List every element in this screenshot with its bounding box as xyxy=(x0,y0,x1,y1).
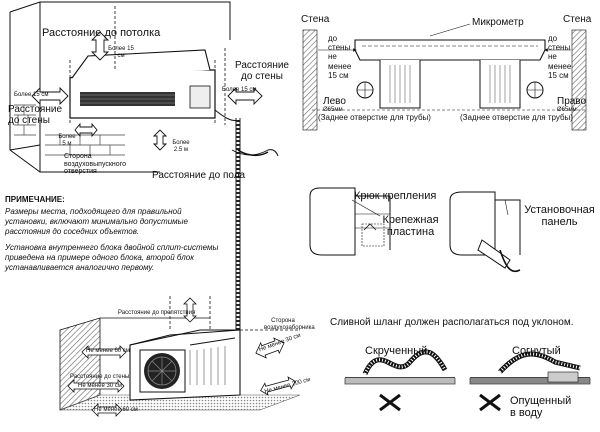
pipe-size-left-label: Ø65мм xyxy=(323,107,343,113)
dimension-arrows xyxy=(31,31,263,151)
more-15cm-top-label: Более 15 см xyxy=(108,46,134,59)
hook-drawing-left xyxy=(309,187,391,256)
min-30b-label: Не менее 30 см xyxy=(78,383,122,389)
wall-hole-side-label: Сторона воздуховыпускного отверстия xyxy=(64,153,126,176)
dist-wall-right-label: Расстояние до стены xyxy=(234,60,289,82)
more-5m-label: Более 5 м xyxy=(58,134,76,147)
min-60-label: Не менее 60 см xyxy=(86,348,130,354)
pipe-size-right-label: Ø65мм xyxy=(557,107,577,113)
rear-hole-right-label: (Заднее отверстие для трубы) xyxy=(460,113,573,122)
more-15cm-left-label: Более 15 см xyxy=(14,92,49,98)
more-15cm-right-label: Более 15 см xyxy=(222,87,257,93)
right-side-label: Право xyxy=(557,96,587,107)
dist-floor-label: Расстояние до пола xyxy=(152,170,246,181)
mounting-plate-drawing xyxy=(302,23,587,131)
note-paragraph-2: Установка внутреннего блока двойной спли… xyxy=(5,243,219,272)
dist-obstacle-label: Расстояние до препятствия xyxy=(118,310,196,316)
rear-hole-left-label: (Заднее отверстие для трубы) xyxy=(318,113,431,122)
more-25m-label: Более 2.5 м xyxy=(172,140,190,153)
min-60b-label: Не менее 60 см xyxy=(94,407,138,413)
twisted-label: Скрученный xyxy=(365,345,428,357)
bent-label: Согнутый xyxy=(512,345,561,357)
hook-drawing-right xyxy=(449,191,521,272)
room-perspective xyxy=(9,1,231,173)
right-distance-label: до стены не менее 15 см xyxy=(548,34,572,80)
submerged-label: Опущенный в воду xyxy=(510,395,572,420)
left-distance-label: до стены не менее 15 см xyxy=(328,34,352,80)
intake-side-label: Сторона воздухозаборника xyxy=(264,318,315,331)
panel-label: Установочная панель xyxy=(524,204,595,229)
micrometer-label: Микрометр xyxy=(472,17,524,28)
drain-twisted-drawing xyxy=(344,349,456,412)
wall-right-label: Стена xyxy=(563,14,592,25)
dist-wall-outdoor-label: Расстояние до стены xyxy=(70,374,130,380)
note-paragraph-1: Размеры места, подходящего для правильно… xyxy=(5,207,188,236)
drain-bent-drawing xyxy=(469,351,591,412)
left-side-label: Лево xyxy=(323,96,346,107)
note-heading: ПРИМЕЧАНИЕ: xyxy=(5,195,65,204)
dist-ceiling-label: Расстояние до потолка xyxy=(42,27,161,39)
indoor-unit-drawing xyxy=(69,6,226,125)
dist-wall-left-label: Расстояние до стены xyxy=(8,104,63,126)
plate-label: Крепежная пластина xyxy=(382,214,439,239)
drain-title: Сливной шланг должен располагаться под у… xyxy=(330,317,574,328)
hook-label: Крюк крепления xyxy=(354,190,437,202)
wall-left-label: Стена xyxy=(301,14,330,25)
outdoor-arrows xyxy=(67,297,296,417)
